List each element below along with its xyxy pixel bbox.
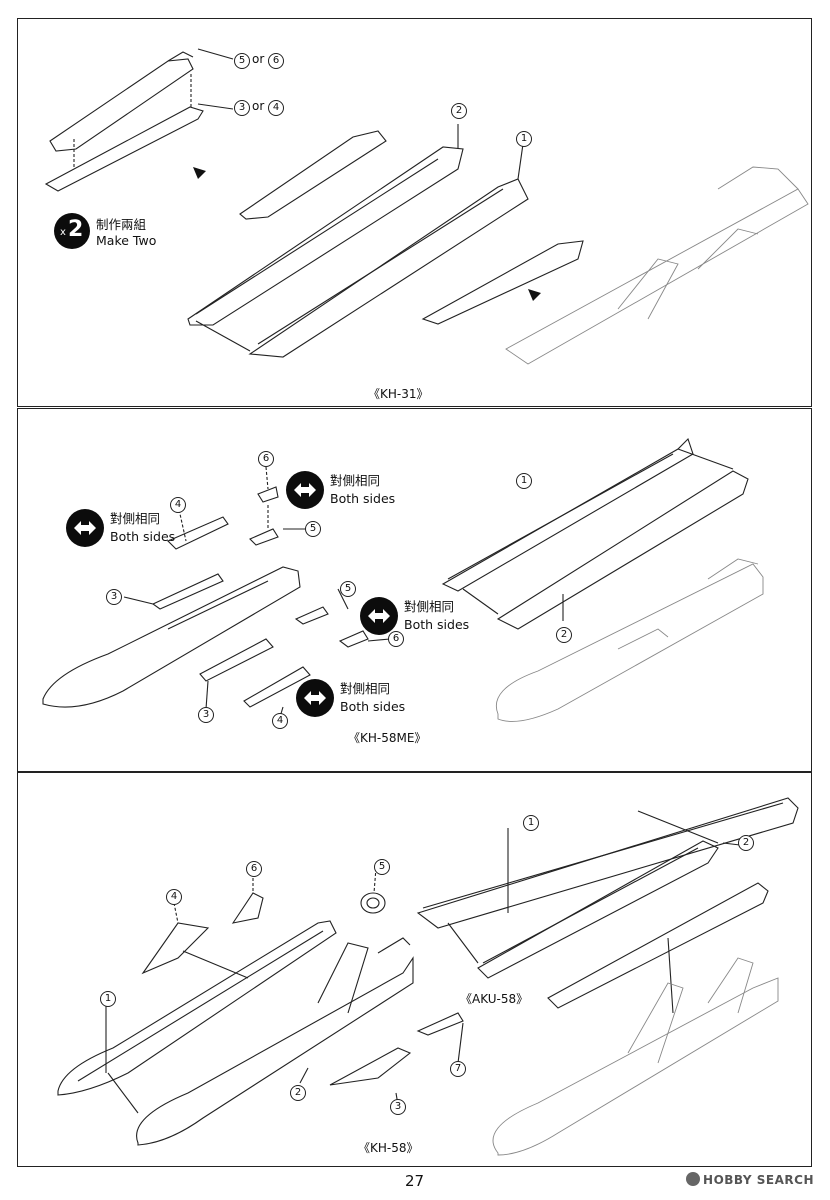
panel-kh58: 5 6 4 1 2 3 7 1 2 《AKU-58》 《KH-58》 — [17, 772, 812, 1167]
both-sides-arrow-icon — [286, 471, 324, 509]
badge-prefix: x — [60, 227, 66, 238]
part-number-2: 2 — [738, 835, 754, 851]
kh58me-line-art — [42, 437, 764, 722]
badge-count: 2 — [68, 217, 84, 242]
panel-caption: 《KH-58ME》 — [348, 731, 427, 745]
panel-caption: 《KH-58》 — [358, 1141, 419, 1155]
watermark-text: HOBBY SEARCH — [703, 1173, 814, 1187]
part-number-5: 5 — [374, 859, 390, 875]
part-number-1: 1 — [100, 991, 116, 1007]
both-sides-arrow-icon — [66, 509, 104, 547]
both-sides-zh: 對側相同 — [110, 511, 161, 526]
make-two-zh: 制作兩組 — [96, 217, 147, 232]
kh31-line-art — [44, 48, 809, 365]
part-number-2: 2 — [451, 103, 467, 119]
both-sides-arrow-icon — [360, 597, 398, 635]
part-number-5: 5 — [340, 581, 356, 597]
part-number-4: 4 — [166, 889, 182, 905]
both-sides-en: Both sides — [110, 529, 176, 544]
both-sides-en: Both sides — [340, 699, 406, 714]
part-number-6: 6 — [268, 53, 284, 69]
part-number-4: 4 — [268, 100, 284, 116]
part-number-2: 2 — [290, 1085, 306, 1101]
both-sides-zh: 對側相同 — [340, 681, 391, 696]
page-number: 27 — [405, 1172, 425, 1190]
make-two-badge: x 2 — [54, 213, 90, 249]
both-sides-en: Both sides — [330, 491, 396, 506]
part-number-3: 3 — [390, 1099, 406, 1115]
sub-caption: 《AKU-58》 — [460, 992, 529, 1006]
watermark: HOBBY SEARCH — [686, 1172, 814, 1187]
part-number-1: 1 — [516, 473, 532, 489]
or-label: or — [252, 52, 265, 66]
part-number-3: 3 — [198, 707, 214, 723]
part-number-4: 4 — [170, 497, 186, 513]
both-sides-en: Both sides — [404, 617, 470, 632]
or-label: or — [252, 99, 265, 113]
part-number-6: 6 — [258, 451, 274, 467]
part-number-3: 3 — [234, 100, 250, 116]
part-number-4: 4 — [272, 713, 288, 729]
both-sides-zh: 對側相同 — [330, 473, 381, 488]
part-number-5: 5 — [234, 53, 250, 69]
part-number-2: 2 — [556, 627, 572, 643]
part-number-7: 7 — [450, 1061, 466, 1077]
both-sides-zh: 對側相同 — [404, 599, 455, 614]
part-number-1: 1 — [516, 131, 532, 147]
part-number-5: 5 — [305, 521, 321, 537]
part-number-1: 1 — [523, 815, 539, 831]
panel-kh58me: 6 4 5 3 5 6 3 4 1 2 對側相同 Both sides 對側相同… — [17, 408, 812, 772]
part-number-3: 3 — [106, 589, 122, 605]
kh58-line-art — [57, 797, 799, 1156]
hobby-search-logo-icon — [686, 1172, 701, 1186]
part-number-6: 6 — [388, 631, 404, 647]
make-two-en: Make Two — [96, 233, 157, 248]
part-number-6: 6 — [246, 861, 262, 877]
both-sides-arrow-icon — [296, 679, 334, 717]
panel-caption: 《KH-31》 — [368, 387, 429, 401]
panel-kh31: 5 or 6 3 or 4 2 1 x 2 制作兩組 Make Two 《KH-… — [17, 18, 812, 407]
